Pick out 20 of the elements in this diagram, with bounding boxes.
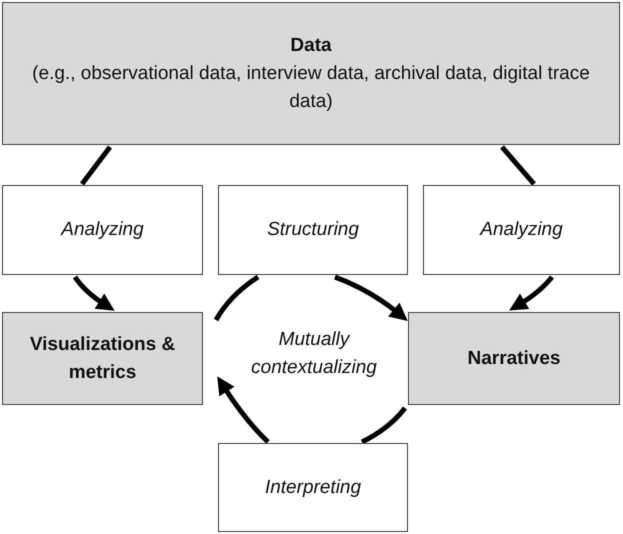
- box-label: Structuring: [267, 218, 359, 242]
- box-label: Data: [290, 34, 332, 58]
- data-box: [2, 2, 620, 145]
- box-label: Analyzing: [480, 218, 563, 242]
- arrow: [509, 275, 554, 311]
- box-label: Interpreting: [264, 476, 362, 500]
- box-description: (e.g., observational data, interview data, archival data, digital trace data): [31, 62, 591, 114]
- process-box: [218, 185, 408, 275]
- box-label: Visualizations & metrics: [28, 332, 176, 384]
- process-box: [218, 443, 408, 532]
- process-box: [423, 185, 620, 275]
- output-box: [408, 312, 620, 405]
- arrow: [72, 276, 115, 311]
- arrow: [217, 376, 270, 444]
- output-box: [2, 312, 203, 405]
- center-label: Mutually contextualizing: [250, 328, 378, 380]
- box-label: Narratives: [468, 346, 560, 370]
- process-box: [2, 185, 203, 275]
- arrow: [334, 274, 408, 321]
- box-label: Analyzing: [61, 218, 144, 242]
